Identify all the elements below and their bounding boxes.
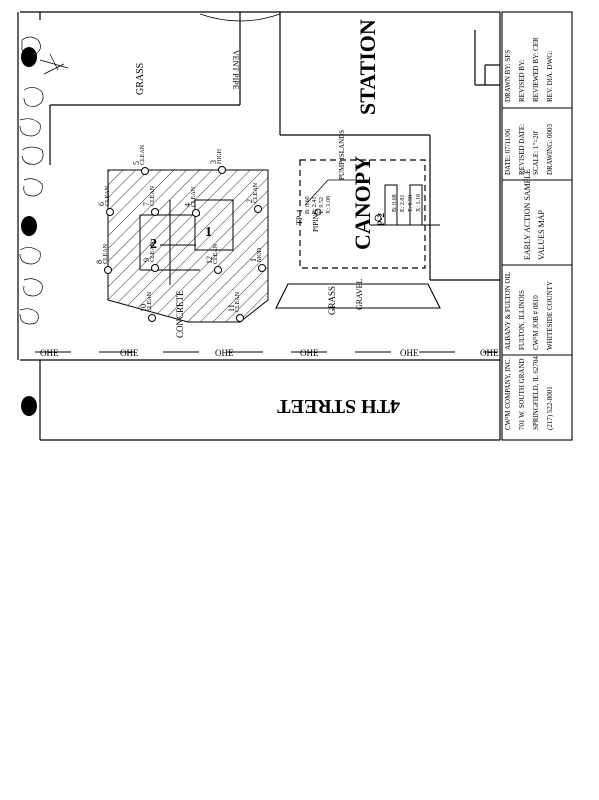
client-line: FULTON, ILLINOIS [518, 290, 526, 350]
tp-value: T: 0.52 [319, 197, 325, 214]
ohe-label: OHE [120, 348, 139, 358]
p2-value: X: 1.18 [416, 194, 422, 212]
drawn-line: DRAWN BY: SFS [504, 50, 512, 102]
sample-point-8-status: CLEAN [103, 243, 109, 264]
dates-line: DATE: 07/11/06 [504, 128, 512, 175]
area-boundaries [139, 199, 234, 285]
drawing-title-line: EARLY ACTION SAMPLE [523, 169, 532, 260]
p2-values: B: 0.68 E: 2.81 T: 0.58 X: 1.18 [392, 194, 422, 212]
client-line: ALBANY & FULTON OIL [504, 272, 512, 350]
sample-point-2-id: 2 [245, 199, 254, 203]
tp1-label: TP-1 [295, 209, 304, 225]
sample-point-5-marker [141, 167, 149, 175]
sample-point-12-id: 12 [205, 256, 214, 264]
pump-islands-label: PUMP ISLANDS [338, 130, 346, 180]
drawn-line: REV. DIA. DWG: [546, 51, 554, 102]
grass-label-top: GRASS [135, 63, 146, 95]
sample-point-10-status: CLEAN [147, 291, 153, 312]
p2-value: E: 2.81 [400, 195, 406, 212]
sample-point-1-marker [258, 264, 266, 272]
sample-point-6-status: CLEAN [105, 185, 111, 206]
station-building [49, 12, 500, 281]
station-label: STATION [355, 19, 380, 115]
utility-line-labels: OHE OHE OHE OHE OHE OHE [40, 348, 499, 358]
sample-point-11-marker [236, 314, 244, 322]
sample-point-12-status: CLEAN [213, 243, 219, 264]
sample-point-7-id: 7 [142, 202, 151, 206]
sample-point-1-status: MOD [257, 247, 263, 262]
sample-point-9-status: CLEAN [150, 241, 156, 262]
company-line: 701 W. SOUTH GRAND [518, 358, 526, 430]
dates-line: REVISED DATE: [518, 124, 526, 175]
p2-label: P-2 [376, 213, 386, 226]
frame [17, 11, 501, 441]
sample-point-4-id: 4 [183, 203, 192, 207]
trees [19, 13, 281, 325]
client-line: WHITESIDE COUNTY [546, 281, 554, 350]
sample-point-7-status: CLEAN [150, 185, 156, 206]
street-label: 4TH STREET [277, 395, 400, 417]
sample-point-3-status: HIGH [217, 148, 223, 164]
sample-point-6-id: 6 [97, 202, 106, 206]
sample-point-4-marker [192, 209, 200, 217]
ohe-label: OHE [400, 348, 419, 358]
tp-value: E: 2.41 [312, 197, 318, 214]
tp-value: X: 1.08 [326, 196, 332, 214]
sample-point-8-id: 8 [95, 260, 104, 264]
gravel-label: GRAVEL [355, 278, 364, 310]
sample-point-2-status: CLEAN [253, 182, 259, 203]
company-line: SPRINGFIELD, IL 62704 [532, 356, 540, 430]
sample-point-11-id: 11 [227, 304, 236, 312]
ohe-label: OHE [40, 348, 59, 358]
company-line: (217) 522-8001 [546, 386, 554, 430]
company-line: CW³M COMPANY, INC. [504, 358, 512, 430]
concrete-label: CONCRETE [175, 290, 185, 338]
sample-point-6-marker [106, 208, 114, 216]
sample-point-3-marker [218, 166, 226, 174]
sample-point-3-id: 3 [209, 160, 218, 164]
vent-pipe-label: VENT PIPE [231, 50, 240, 90]
binder-holes [21, 47, 37, 416]
p2-value: T: 0.58 [408, 195, 414, 212]
piping-lines [304, 179, 382, 222]
tp-value: B: 0.60 [305, 196, 311, 214]
sample-point-5-status: CLEAN [140, 144, 146, 165]
hatched-area [107, 169, 269, 323]
canopy-label: CANOPY [350, 156, 375, 250]
ohe-label: OHE [300, 348, 319, 358]
sample-point-7-marker [151, 208, 159, 216]
drawn-line: REVIEWED BY: CER [532, 37, 540, 102]
pump-islands [370, 184, 440, 226]
sample-point-9-id: 9 [142, 258, 151, 262]
ohe-label: OHE [215, 348, 234, 358]
sample-point-10-id: 10 [139, 304, 148, 312]
grass-label-bottom: GRASS [327, 286, 337, 315]
dates-line: SCALE: 1"=20' [532, 131, 540, 175]
sample-point-1-id: 1 [249, 258, 258, 262]
sample-point-10-marker [148, 314, 156, 322]
p2-value: B: 0.68 [392, 194, 398, 212]
piping-label: PIPING [312, 209, 320, 232]
drawing-title-line: VALUES MAP [537, 210, 546, 260]
sample-point-4-status: CLEAN [191, 186, 197, 207]
area-1-label: 1 [205, 225, 212, 240]
ohe-label: OHE [480, 348, 499, 358]
client-line: CW³M JOB # 0810 [532, 295, 540, 350]
sample-point-9-marker [151, 264, 159, 272]
tp-values: B: 0.60 E: 2.41 T: 0.52 X: 1.08 [305, 196, 332, 214]
gravel-area [275, 283, 441, 309]
title-block-text: CW³M COMPANY, INC. 701 W. SOUTH GRAND SPRI… [504, 37, 554, 430]
title-block [501, 11, 573, 441]
dates-line: DRAWING: 0003 [546, 124, 554, 175]
sample-point-8-marker [104, 266, 112, 274]
area-2-label: 2 [150, 237, 157, 252]
sample-point-11-status: CLEAN [235, 291, 241, 312]
sample-point-5-id: 5 [132, 161, 141, 165]
sample-point-12-marker [214, 266, 222, 274]
canopy-outline [299, 159, 426, 269]
drawn-line: REVISED BY: [518, 60, 526, 102]
sample-point-2-marker [254, 205, 262, 213]
